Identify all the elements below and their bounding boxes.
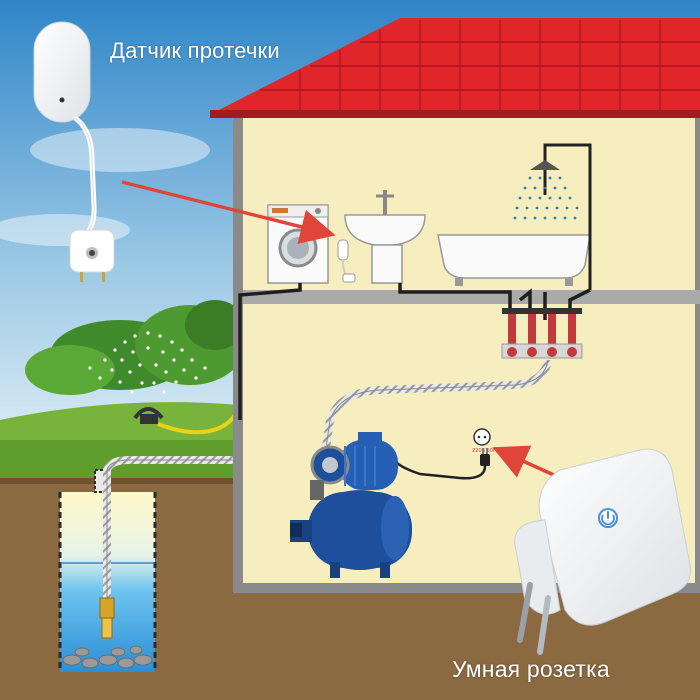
leak-sensor-label: Датчик протечки — [110, 38, 280, 63]
washing-machine-icon — [267, 204, 329, 284]
well-filter — [99, 597, 115, 639]
sensor-arrow — [121, 180, 336, 244]
floor-leak-sensor-icon — [337, 239, 356, 283]
sprinkler-spray — [88, 331, 207, 394]
water-pump-icon — [290, 432, 412, 578]
smart-plug-icon — [514, 448, 692, 655]
bushes — [25, 300, 245, 395]
sink-icon — [344, 190, 426, 284]
leak-sensor-icon — [33, 21, 115, 282]
shower-icon — [513, 143, 592, 290]
bathtub-icon — [437, 234, 591, 286]
smart-socket-label: Умная розетка — [452, 656, 610, 682]
power-icon — [598, 508, 618, 528]
sprinkler-icon — [133, 407, 164, 424]
manifold-icon — [501, 308, 583, 359]
wall-outlet-icon — [473, 428, 491, 446]
plug-icon — [395, 448, 490, 480]
outlet-rating: 220В 50Гц — [472, 448, 500, 454]
